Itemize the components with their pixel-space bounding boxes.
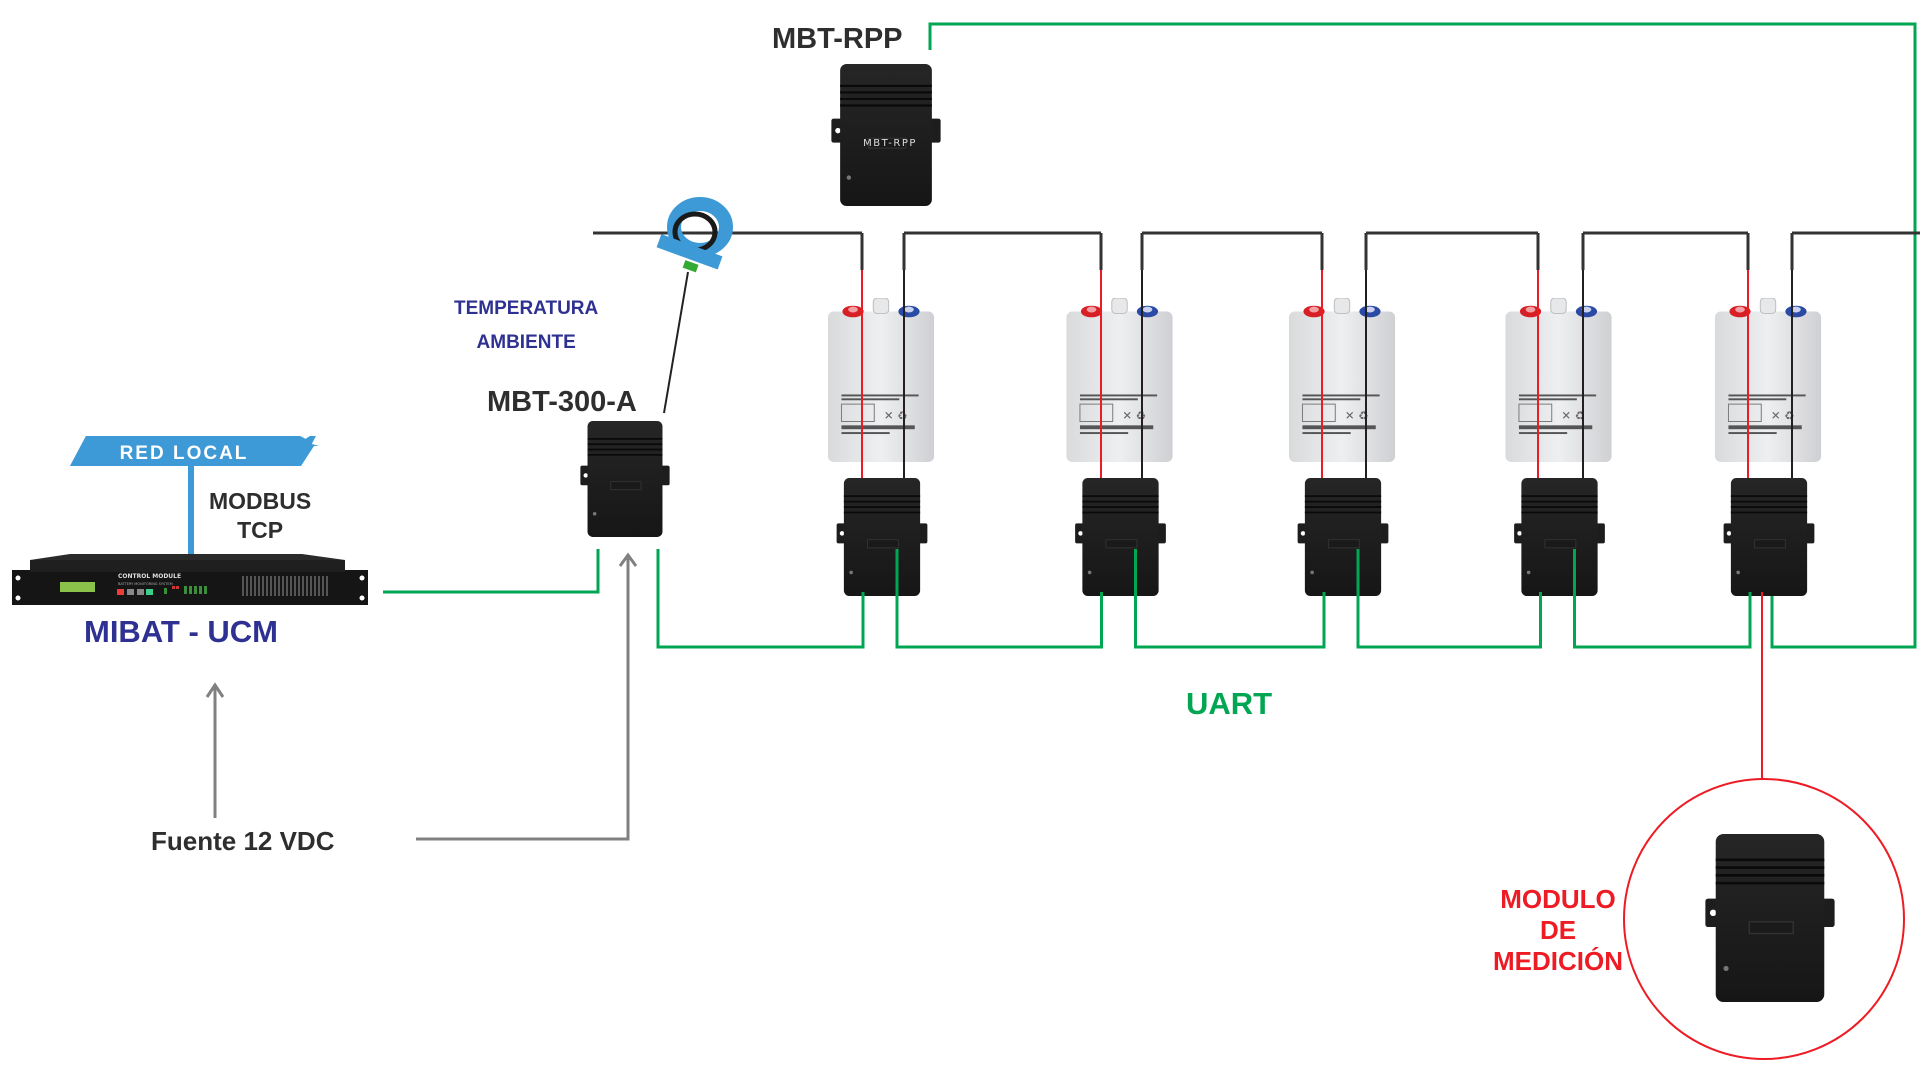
power-supply-label: Fuente 12 VDC [151,826,335,856]
measurement-module-closeup [1703,834,1837,1002]
protocol-label-line2: TCP [237,517,284,543]
uart-link-controller [383,549,600,594]
local-network-banner: RED LOCAL [70,436,319,466]
temperature-label-line2: AMBIENTE [476,332,576,353]
mbt-300-a-module [579,421,671,537]
uart-segment [895,549,1103,649]
down-button[interactable] [137,589,144,595]
rpp-face-label: MBT-RPP [863,138,917,149]
panel-title: CONTROL MODULE [118,573,181,580]
protocol-label: MODBUS TCP [209,487,311,545]
battery-cell [1065,298,1174,462]
cell-monitor-module [1722,478,1816,596]
uart-chain [656,549,1752,649]
temperature-label: TEMPERATURA AMBIENTE [454,292,598,360]
uart-segment [1573,549,1752,649]
battery-cell [827,298,935,462]
relay-module-label: MBT-RPP [772,23,903,55]
protocol-label-line1: MODBUS [209,488,312,514]
callout-label-line3: MEDICIÓN [1493,946,1623,976]
uart-segment [1134,549,1326,649]
uart-segment [656,549,865,649]
cell-monitor-module [1513,478,1606,596]
cell-monitor-module [1296,478,1390,596]
current-module-label: MBT-300-A [487,386,637,418]
controller-rack-unit: CONTROL MODULE BATTERY MONITORING SYSTEM [12,554,368,605]
cell-monitor-module [1074,478,1167,596]
battery-cell [1714,298,1822,462]
sensor-wire [663,271,689,414]
enter-button[interactable] [146,589,153,595]
network-label: RED LOCAL [120,443,249,464]
uart-segment [1356,549,1542,649]
cell-monitor-module [835,478,929,596]
up-button[interactable] [127,589,134,595]
controller-name: MIBAT - UCM [84,614,278,649]
current-sensor-icon [656,197,733,273]
callout-label-line2: DE [1539,915,1577,945]
uart-return-line [928,22,1917,649]
uart-label: UART [1186,686,1273,721]
panel-subtitle: BATTERY MONITORING SYSTEM [118,582,173,586]
esc-button[interactable] [117,589,124,595]
callout-label-line1: MODULO [1500,884,1616,914]
mbt-rpp-module: MBT-RPP [829,64,943,206]
callout-label: MODULO DE MEDICIÓN [1488,884,1628,977]
power-wiring [205,552,638,841]
battery-cell [1504,298,1613,462]
battery-cell [1288,298,1396,462]
temperature-label-line1: TEMPERATURA [454,298,599,319]
battery-string [827,231,1920,596]
